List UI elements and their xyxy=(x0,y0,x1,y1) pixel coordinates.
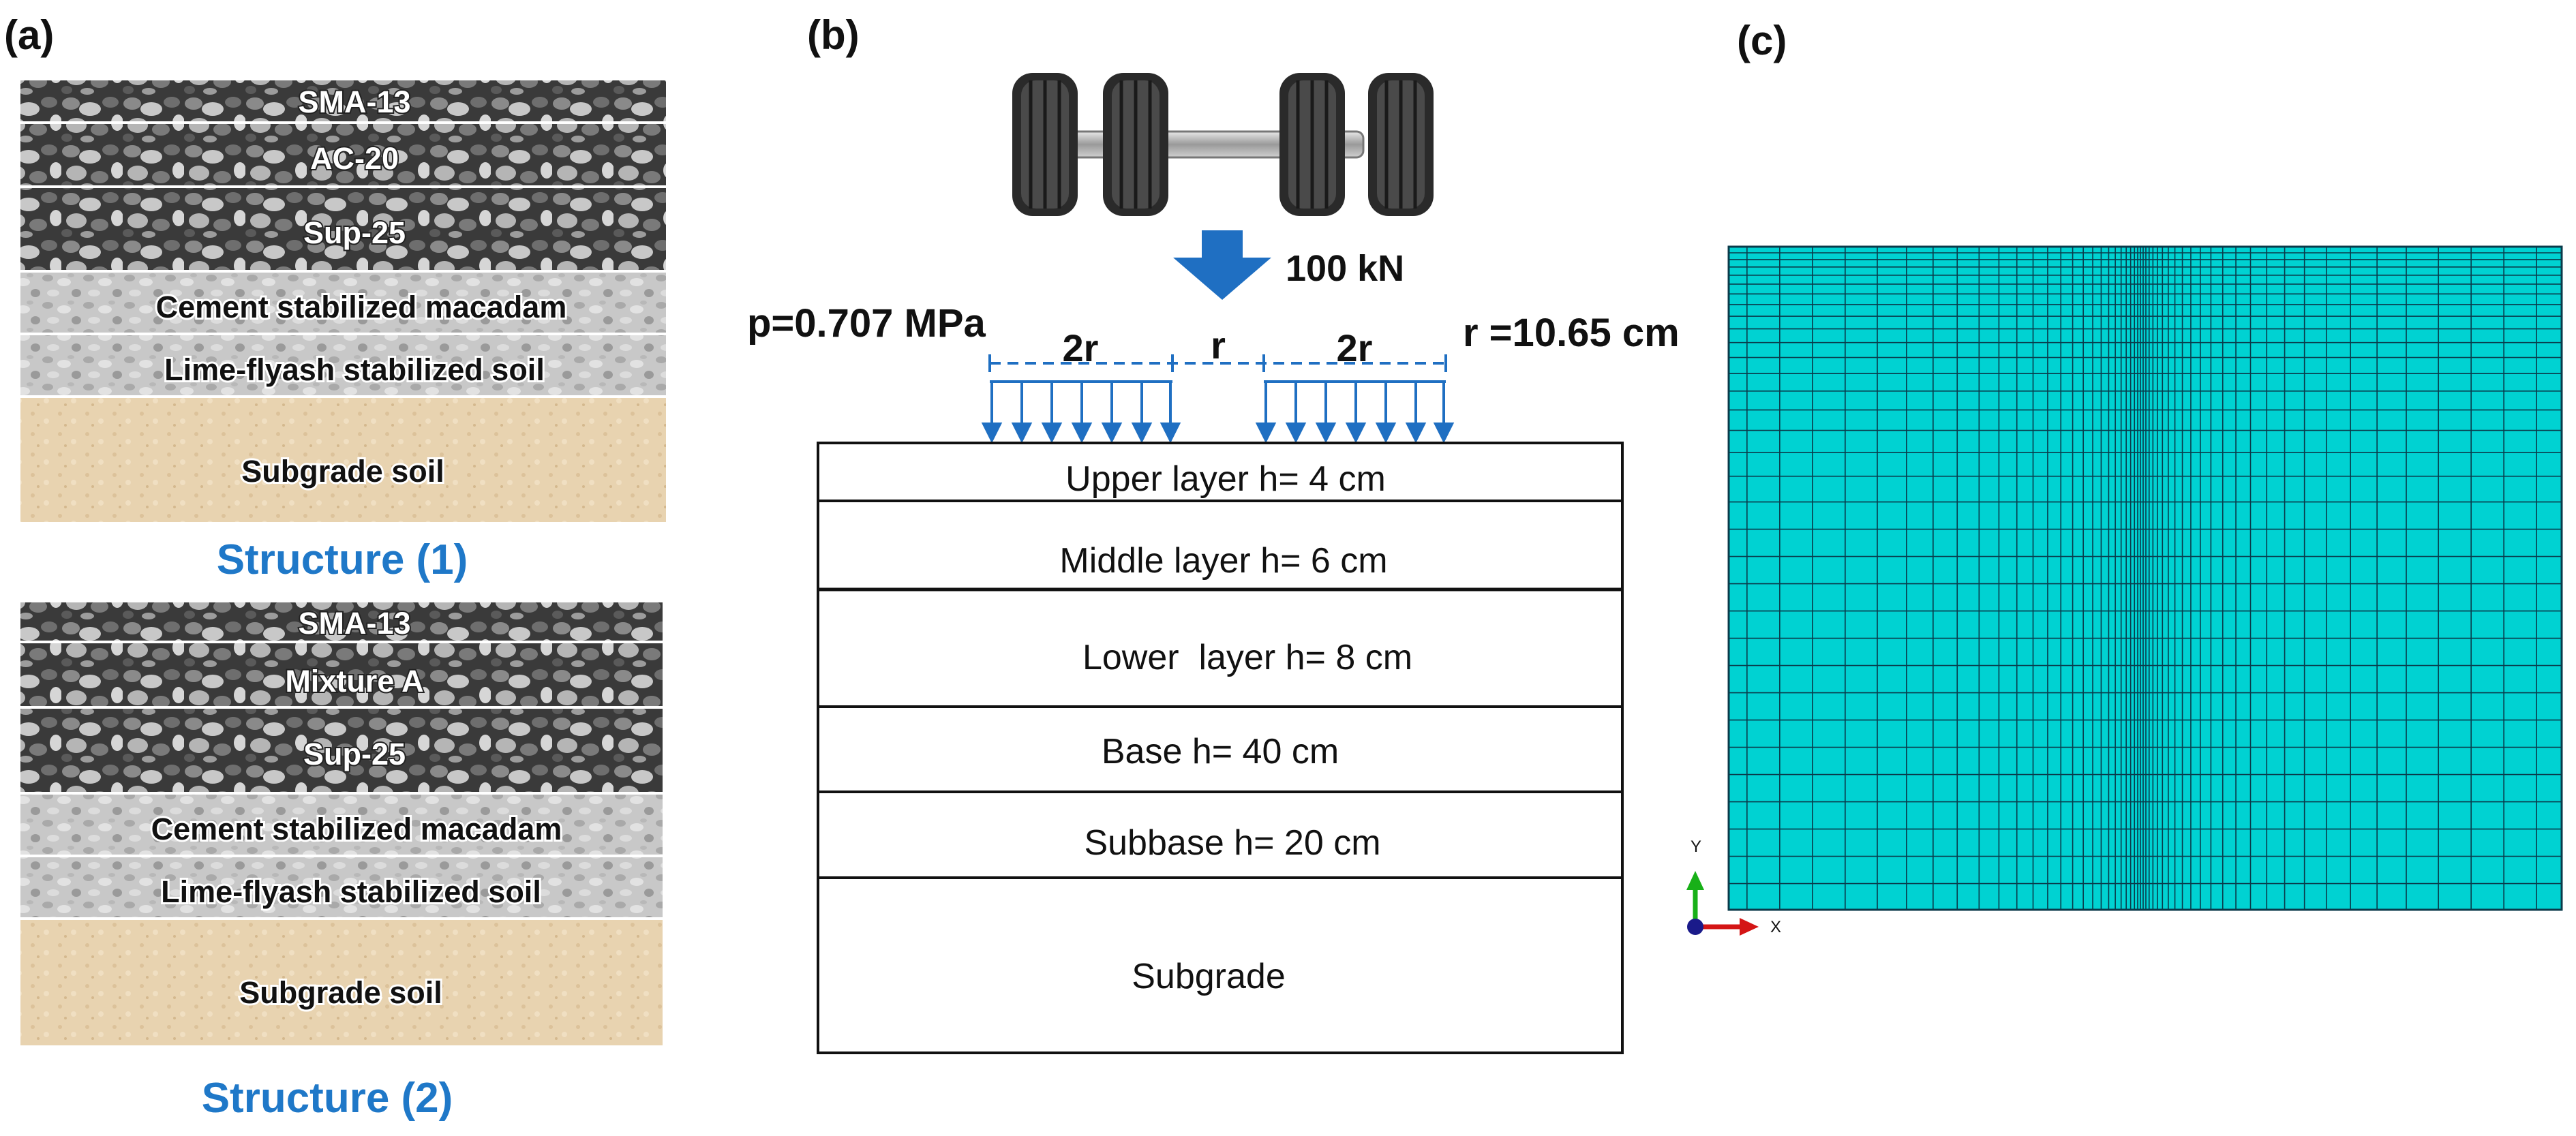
layer-subgrade: Subgrade xyxy=(1132,957,1286,996)
panel-label-c: (c) xyxy=(1737,18,1787,63)
layer-cement-2 xyxy=(20,793,663,856)
structure-1: SMA-13 AC-20 Sup-25 Cement stabilized ma… xyxy=(20,80,666,583)
layer-lime-2 xyxy=(20,856,663,919)
structure-1-title: Structure (1) xyxy=(217,536,468,583)
layer-sup25-2 xyxy=(20,707,663,793)
layer-lime-1 xyxy=(20,334,666,397)
pavement-layers: Upper layer h= 4 cm Middle layer h= 6 cm… xyxy=(817,442,1624,1054)
layer-base: Base h= 40 cm xyxy=(1102,732,1339,771)
layer-upper: Upper layer h= 4 cm xyxy=(1065,459,1386,499)
label-sma13-2: SMA-13 xyxy=(298,606,410,641)
label-sup25-1: Sup-25 xyxy=(303,215,406,250)
tire-icon xyxy=(1279,73,1345,216)
label-cement-2: Cement stabilized macadam xyxy=(151,812,562,846)
panel-a: (a) SMA-13 AC-20 Sup-25 Cement stabilize… xyxy=(4,12,666,1122)
axis-x-label: X xyxy=(1770,918,1781,936)
distributed-load-left xyxy=(981,380,1181,444)
layer-sma13-1 xyxy=(20,80,666,123)
axis-y-label: Y xyxy=(1691,838,1701,856)
label-mixture-a: Mixture A xyxy=(285,664,423,699)
layer-sma13-2 xyxy=(20,602,663,642)
fe-mesh xyxy=(1727,245,2563,911)
label-ac20: AC-20 xyxy=(310,141,399,176)
label-lime-2: Lime-flyash stabilized soil xyxy=(161,874,541,909)
layer-cement-1 xyxy=(20,271,666,334)
mesh-domain xyxy=(1727,245,2563,911)
structure-2: SMA-13 Mixture A Sup-25 Cement stabilize… xyxy=(20,602,663,1122)
dim-2r-right: 2r xyxy=(1337,326,1373,369)
tire-icon xyxy=(1103,73,1168,216)
layer-subgrade-soil-1 xyxy=(20,397,666,522)
panel-label-a: (a) xyxy=(4,12,54,58)
pressure-label: p=0.707 MPa xyxy=(747,301,986,346)
layer-subbase: Subbase h= 20 cm xyxy=(1084,823,1380,863)
radius-label: r =10.65 cm xyxy=(1463,311,1680,355)
layer-sup25-1 xyxy=(20,187,666,271)
wheel-axle-icon xyxy=(1012,73,1434,216)
load-label: 100 kN xyxy=(1286,248,1404,289)
layer-middle: Middle layer h= 6 cm xyxy=(1059,541,1387,581)
label-lime-1: Lime-flyash stabilized soil xyxy=(164,352,545,387)
tire-icon xyxy=(1368,73,1434,216)
panel-label-b: (b) xyxy=(807,12,860,58)
layer-mixture-a xyxy=(20,642,663,707)
layer-subgrade-soil-2 xyxy=(20,919,663,1045)
layer-ac20 xyxy=(20,123,666,187)
structure-2-title: Structure (2) xyxy=(202,1075,453,1122)
label-cement-1: Cement stabilized macadam xyxy=(156,290,567,324)
label-subgrade-soil-1: Subgrade soil xyxy=(241,454,444,489)
distributed-load-right xyxy=(1255,380,1455,444)
panel-b: (b) xyxy=(747,12,1680,1054)
dim-r: r xyxy=(1211,324,1226,367)
panel-c: (c) Y X xyxy=(1686,18,2563,936)
tire-icon xyxy=(1012,73,1078,216)
label-subgrade-soil-2: Subgrade soil xyxy=(239,975,442,1010)
load-arrow-icon xyxy=(1173,230,1271,300)
coordinate-triad-icon: Y X xyxy=(1686,838,1781,936)
label-sma13-1: SMA-13 xyxy=(298,85,410,119)
dim-2r-left: 2r xyxy=(1063,326,1099,369)
label-sup25-2: Sup-25 xyxy=(303,737,406,771)
layer-lower: Lower layer h= 8 cm xyxy=(1082,638,1412,677)
